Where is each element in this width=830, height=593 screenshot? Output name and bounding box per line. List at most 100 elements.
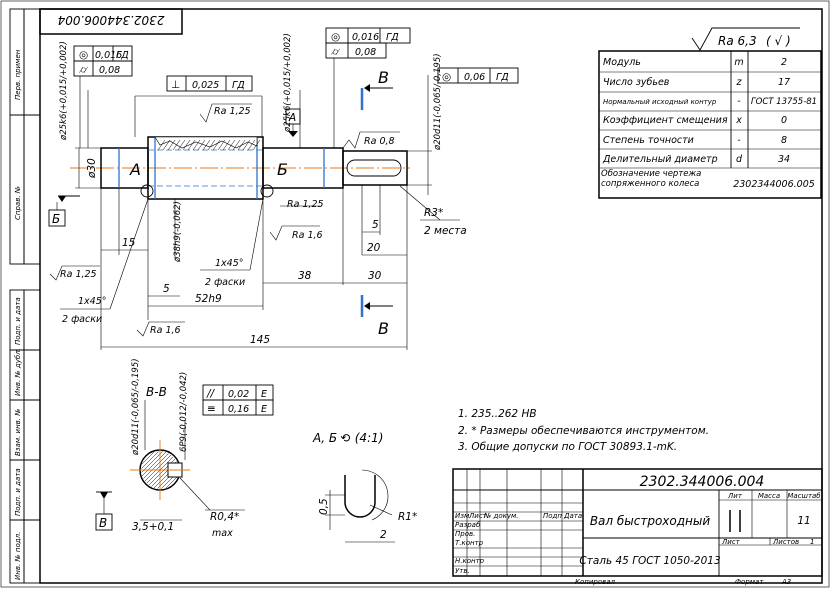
tb-part-name: Вал быстроходный xyxy=(590,514,711,528)
hatch-line xyxy=(197,139,206,151)
gear-hatching xyxy=(157,139,261,151)
roughness-general: Ra 6,3 ( √ ) xyxy=(691,27,800,51)
note-3: 3. Общие допуски по ГОСТ 30893.1-mK. xyxy=(458,441,677,453)
tb-format-value: A3 xyxy=(781,578,791,586)
detail-dim-05: 0,5 xyxy=(318,498,330,515)
detail-b-circle xyxy=(260,184,274,198)
detail-undercut xyxy=(344,475,376,518)
datum-b-label: Б xyxy=(52,212,60,226)
section-key-dim: 6P9(-0,012/-0,042) xyxy=(179,372,189,452)
label-b-circle: Б xyxy=(277,160,288,179)
hatch-line xyxy=(252,139,261,151)
datum-a-label: А xyxy=(288,112,296,124)
tol-left-val-1: 0,016 xyxy=(95,50,122,61)
gear-param-6-wrap: Обозначение чертежа сопряженного колеса xyxy=(601,169,702,189)
dim-5-left: 5 xyxy=(163,283,170,295)
tol-left-sym-1: ◎ xyxy=(79,49,88,61)
section-cut-marks: В В xyxy=(360,68,393,338)
datum-a: А xyxy=(285,108,301,137)
ra-125-left: Ra 1,25 xyxy=(60,269,97,280)
gear-param-6: Обозначение чертежа сопряженного колеса xyxy=(601,169,702,189)
dim-d25-right: ø25k6(+0,015/+0,002) xyxy=(283,33,293,133)
hatch-line xyxy=(212,139,221,151)
gear-sym-2: - xyxy=(737,96,741,107)
tb-designation: 2302.344006.004 xyxy=(640,474,765,490)
roughness-general-suffix: ( √ ) xyxy=(766,34,791,48)
ra-08: Ra 0,8 xyxy=(364,136,395,147)
hatch-line xyxy=(182,139,191,151)
tb-sheet: Лист xyxy=(721,538,741,546)
tol-frame-output: ◎ 0,06 ГД xyxy=(437,67,519,84)
tb-copied: Копировал xyxy=(575,578,616,586)
tol-perp-base: ГД xyxy=(232,80,245,91)
side-label-podp2: Подп. и дата xyxy=(14,468,22,516)
section-title: В-В xyxy=(146,385,167,399)
tol-left-val-2: 0,08 xyxy=(99,65,120,76)
gear-val-0: 2 xyxy=(781,57,787,68)
hatch-line xyxy=(141,451,159,469)
tol-frame-right: ◎ 0,016 ГД ⌭ 0,08 xyxy=(325,27,411,148)
hatch-line xyxy=(143,453,169,479)
tol-right-sym-2: ⌭ xyxy=(331,46,340,58)
tb-scale: Масштаб xyxy=(787,492,821,500)
note-2: 2. * Размеры обеспечиваются инструментом… xyxy=(458,425,709,437)
detail-dim-2: 2 xyxy=(380,529,387,541)
dim-d20: ø20d11(-0,065/-0,195) xyxy=(433,53,443,151)
hatch-line xyxy=(162,139,171,151)
hatch-line xyxy=(167,139,176,151)
datum-b: Б xyxy=(48,195,80,227)
tb-mass: Масса xyxy=(758,492,780,500)
dim-5-right: 5 xyxy=(372,219,379,231)
tol-frame-perp: ⊥ 0,025 ГД xyxy=(134,75,263,137)
dim-38: 38 xyxy=(298,270,312,282)
hatch-line xyxy=(232,139,241,151)
ra-16-right: Ra 1,6 xyxy=(292,230,323,241)
gear-val-4: 8 xyxy=(781,135,787,146)
gear-param-2: Нормальный исходный контур xyxy=(603,98,717,106)
detail-title: А, Б ⟲ (4:1) xyxy=(312,431,383,445)
gear-sym-4: - xyxy=(737,135,741,146)
tb-role-razrab: Разраб xyxy=(455,521,481,529)
tol-output-sym: ◎ xyxy=(442,71,451,83)
gear-param-0: Модуль xyxy=(603,57,641,68)
tb-col-date: Дата xyxy=(563,512,582,520)
hatch-line xyxy=(187,139,196,151)
tb-role-prov: Пров. xyxy=(455,530,475,538)
tol-perp-val: 0,025 xyxy=(192,80,219,91)
hatch-line xyxy=(202,139,211,151)
shaft-output-end xyxy=(342,150,408,186)
side-label-podp1: Подп. и дата xyxy=(14,297,22,345)
datum-v-label: В xyxy=(99,516,107,530)
chamfer-1: 1x45° xyxy=(215,258,244,269)
tol-output-base: ГД xyxy=(496,72,509,83)
section-view-bb: В-В ø20d11(-0,065/-0,195) 6P9(-0,012/-0,… xyxy=(95,358,274,539)
hatch-line xyxy=(141,451,167,477)
tb-format: Формат xyxy=(735,578,764,586)
label-a-circle: А xyxy=(129,160,141,179)
detail-view-ab: А, Б ⟲ (4:1) 0,5 2 R1* xyxy=(312,431,417,543)
dim-d38: ø38h9(-0,062) xyxy=(173,201,183,263)
hatch-line xyxy=(157,139,166,151)
tol-section-sym-1: // xyxy=(206,388,216,400)
hatch-line xyxy=(222,139,231,151)
hatch-line xyxy=(144,454,172,482)
hatch-line xyxy=(165,475,179,489)
side-label-perv: Перв. примен xyxy=(14,49,22,100)
ra-125-right: Ra 1,25 xyxy=(287,199,324,210)
gear-sym-5: d xyxy=(736,154,743,165)
tol-perp-sym: ⊥ xyxy=(171,79,180,91)
chamfer-2: 1x45° xyxy=(78,296,107,307)
tb-role-nkontr: Н.контр xyxy=(455,557,485,565)
dim-145: 145 xyxy=(250,334,270,346)
tol-right-val-2: 0,08 xyxy=(355,47,376,58)
tol-section-base-2: Е xyxy=(261,404,267,415)
tol-right-base-1: ГД xyxy=(386,32,399,43)
gear-val-5: 34 xyxy=(778,154,790,165)
detail-radius: R1* xyxy=(398,511,417,523)
tol-section-val-1: 0,02 xyxy=(228,389,249,400)
tol-output-val: 0,06 xyxy=(464,72,485,83)
section-radius-note: max xyxy=(212,528,233,539)
tol-left-base-1: ГД xyxy=(116,50,129,61)
